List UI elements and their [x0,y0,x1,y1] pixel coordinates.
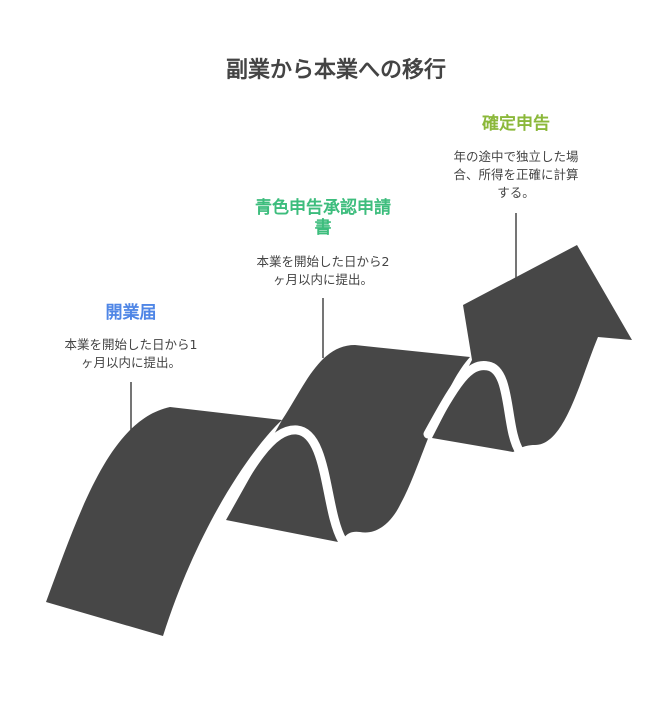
desc-line: 合、所得を正確に計算 [453,167,579,182]
desc-line: 本業を開始した日から2 [256,254,390,269]
title-line: 書 [314,218,332,238]
desc-line: 本業を開始した日から1 [64,337,198,352]
arrow-segment-3-head [432,245,632,452]
fold-gap-2 [423,361,525,457]
desc-line: ヶ月以内に提出。 [272,272,373,287]
arrow-segment-1 [46,407,282,636]
step-2-title: 青色申告承認申請 書 [233,198,413,238]
arrow-segment-2 [226,345,470,542]
step-1-description: 本業を開始した日から1 ヶ月以内に提出。 [41,336,221,372]
step-3-description: 年の途中で独立した場 合、所得を正確に計算 する。 [426,148,606,202]
desc-line: する。 [497,185,535,200]
fold-gap-1 [209,425,347,545]
step-2-description: 本業を開始した日から2 ヶ月以内に提出。 [233,253,413,289]
title-line: 青色申告承認申請 [255,198,391,218]
step-3-title: 確定申告 [482,114,550,134]
diagram-title: 副業から本業への移行 [225,58,446,83]
step-1-title: 開業届 [105,303,157,323]
desc-line: ヶ月以内に提出。 [80,355,181,370]
desc-line: 年の途中で独立した場 [453,149,579,164]
